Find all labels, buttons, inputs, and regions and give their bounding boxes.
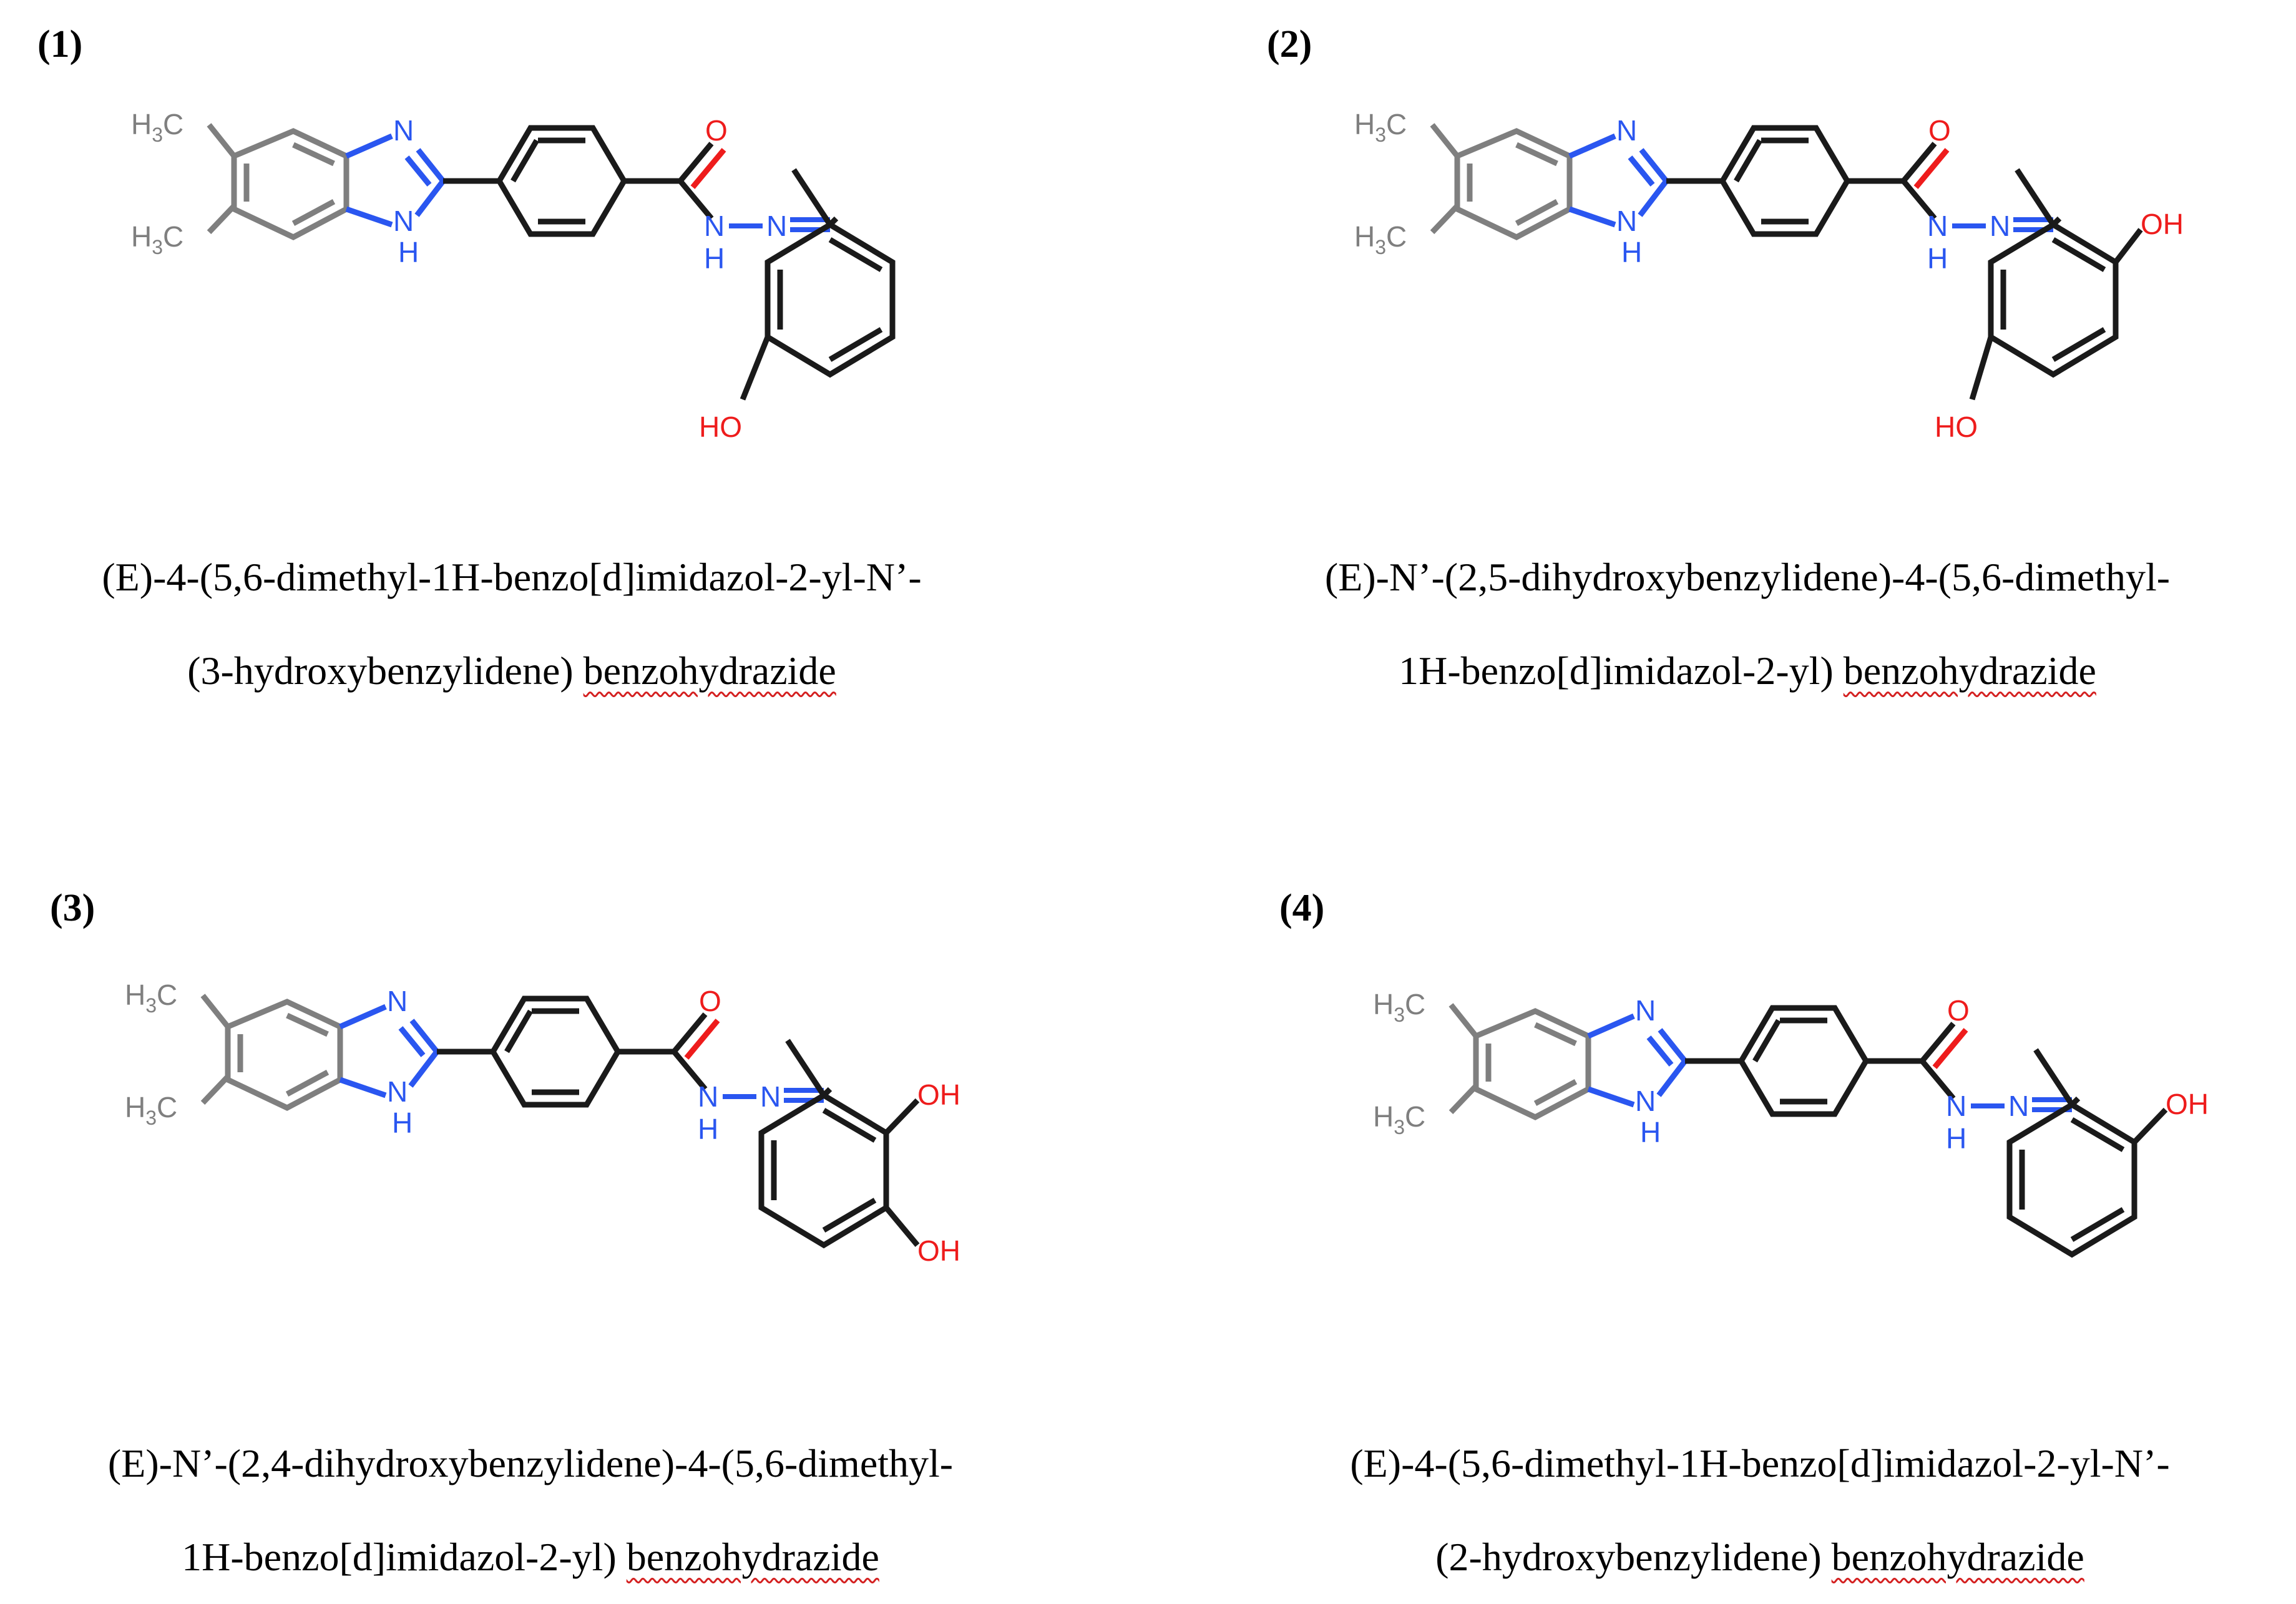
hydroxy-label: OH [2141, 208, 2184, 240]
caption-line-2: (3-hydroxybenzylidene) benzohydrazide [12, 624, 1011, 718]
caption-text: (2-hydroxybenzylidene) [1435, 1535, 1832, 1579]
hydroxyphenyl-ring [740, 168, 896, 401]
caption-line-2: (2-hydroxybenzylidene) benzohydrazide [1223, 1510, 2296, 1604]
structure-compound-1: HO [0, 0, 896, 443]
caption-line-1: (E)-4-(5,6-dimethyl-1H-benzo[d]imidazol-… [1350, 1441, 2170, 1485]
caption-line-2: 1H-benzo[d]imidazol-2-yl) benzohydrazide [0, 1510, 1061, 1604]
structure-compound-4: OH [1242, 880, 2209, 1258]
spellcheck-flagged-word: benzohydrazide [626, 1535, 879, 1579]
caption-line-1: (E)-N’-(2,4-dihydroxybenzylidene)-4-(5,6… [107, 1441, 954, 1485]
structure-compound-2: OH HO [1223, 0, 2184, 443]
compound-caption-1: (E)-4-(5,6-dimethyl-1H-benzo[d]imidazol-… [12, 531, 1011, 718]
compound-caption-2: (E)-N’-(2,5-dihydroxybenzylidene)-4-(5,6… [1223, 531, 2272, 718]
spellcheck-flagged-word: benzohydrazide [1843, 648, 2096, 693]
hydroxy-label: OH [2166, 1088, 2209, 1120]
caption-line-1: (E)-N’-(2,5-dihydroxybenzylidene)-4-(5,6… [1324, 555, 2171, 599]
hydroxy-label: HO [1935, 411, 1978, 443]
caption-line-2: 1H-benzo[d]imidazol-2-yl) benzohydrazide [1223, 624, 2272, 718]
spellcheck-flagged-word: benzohydrazide [1831, 1535, 2084, 1579]
structure-compound-3: OH OH [0, 871, 960, 1267]
compound-number: (1) [37, 23, 83, 66]
compound-number: (3) [50, 887, 95, 929]
caption-text: (3-hydroxybenzylidene) [187, 648, 584, 693]
compound-number: (2) [1267, 23, 1312, 66]
compound-caption-4: (E)-4-(5,6-dimethyl-1H-benzo[d]imidazol-… [1223, 1417, 2296, 1604]
compound-caption-3: (E)-N’-(2,4-dihydroxybenzylidene)-4-(5,6… [0, 1417, 1061, 1604]
hydroxy-label: OH [917, 1235, 960, 1267]
hydroxy-label: OH [917, 1078, 960, 1111]
compound-number: (4) [1279, 887, 1325, 929]
spellcheck-flagged-word: benzohydrazide [583, 648, 836, 693]
caption-text: 1H-benzo[d]imidazol-2-yl) [1399, 648, 1844, 693]
caption-text: 1H-benzo[d]imidazol-2-yl) [182, 1535, 627, 1579]
hydroxy-label: HO [699, 411, 742, 443]
caption-line-1: (E)-4-(5,6-dimethyl-1H-benzo[d]imidazol-… [102, 555, 922, 599]
